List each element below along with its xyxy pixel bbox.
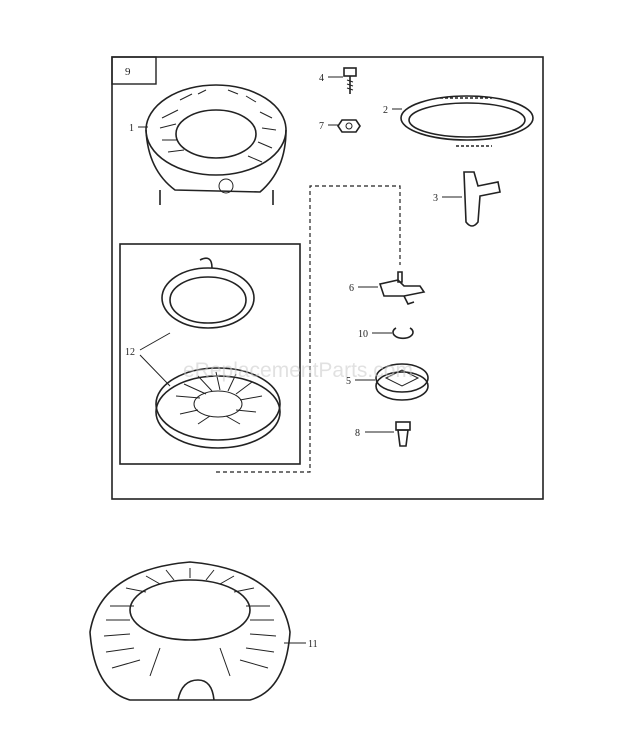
- starter-pulley: [155, 367, 281, 449]
- starter-handle: [463, 171, 501, 227]
- recoil-spring: [161, 257, 255, 329]
- callout-leader-12-pulley: [139, 354, 171, 387]
- callout-10: 10: [358, 329, 368, 340]
- bolt: [343, 67, 357, 94]
- callout-6: 6: [349, 283, 354, 294]
- assembly-number-box: [111, 56, 157, 85]
- callout-4: 4: [319, 73, 324, 84]
- ratchet-pawl: [378, 271, 426, 305]
- callout-12: 12: [125, 347, 135, 358]
- screw: [395, 421, 411, 447]
- callout-1: 1: [129, 123, 134, 134]
- retaining-ring: [392, 327, 414, 340]
- callout-8: 8: [355, 428, 360, 439]
- assembly-number: 9: [125, 66, 131, 78]
- nut: [337, 119, 361, 133]
- callout-3: 3: [433, 193, 438, 204]
- pulley-subassembly-frame: [119, 243, 301, 465]
- blower-housing: [145, 84, 287, 205]
- watermark: eReplacementParts.com: [183, 359, 413, 382]
- assembly-frame: [111, 56, 544, 500]
- debris-screen: [89, 561, 291, 701]
- starter-rope: [400, 95, 534, 147]
- callout-leader-12-spring: [139, 332, 171, 351]
- callout-11: 11: [308, 639, 318, 650]
- ratchet-cup: [375, 363, 429, 401]
- assembly-link-line: [216, 185, 401, 473]
- callout-2: 2: [383, 105, 388, 116]
- callout-5: 5: [346, 376, 351, 387]
- callout-7: 7: [319, 121, 324, 132]
